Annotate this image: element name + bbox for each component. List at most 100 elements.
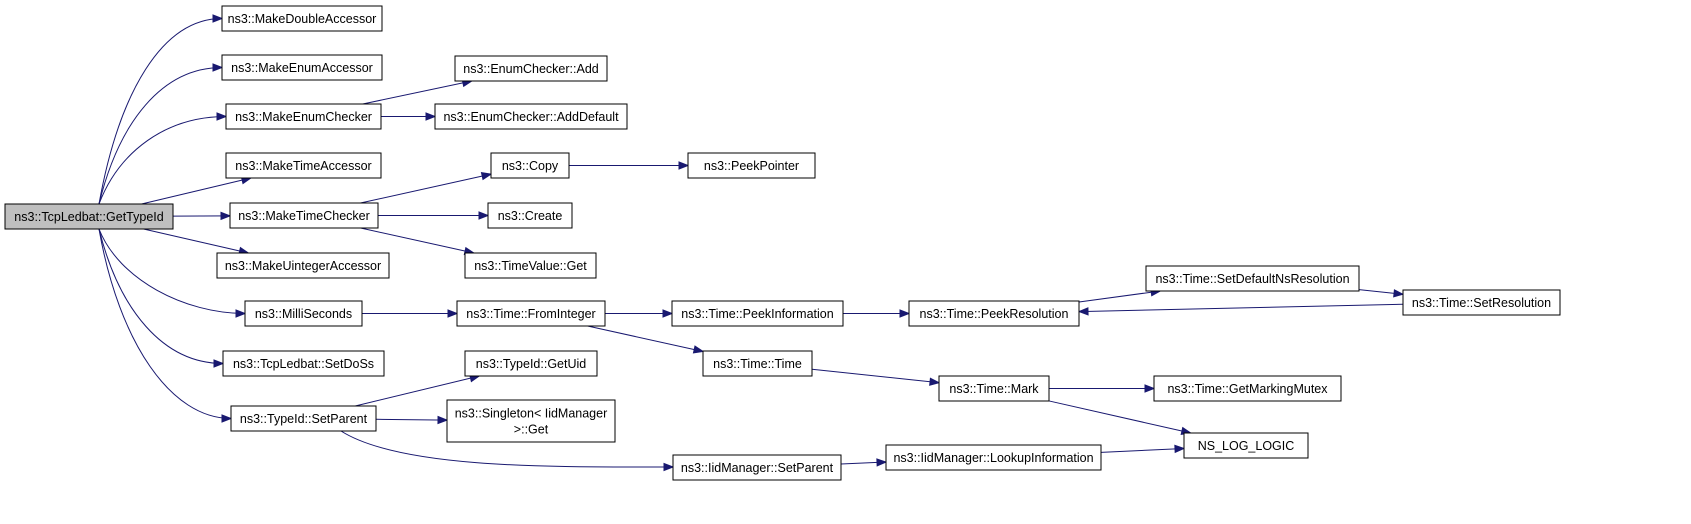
node-box [1153, 375, 1342, 402]
arrowhead-lookupinfo-to-nslog [1174, 444, 1186, 454]
arrowhead-mkenumchk-to-enumadddef [425, 112, 437, 121]
arrowhead-timetime-to-mark [929, 377, 941, 386]
node-mkenumchk[interactable]: ns3::MakeEnumChecker [225, 103, 382, 130]
node-box [908, 300, 1080, 327]
node-label: ns3::IidManager::LookupInformation [893, 451, 1093, 465]
arrowhead-root-to-setdoss [213, 359, 225, 368]
arrowhead-root-to-mkdbl [212, 14, 224, 23]
node-root[interactable]: ns3::TcpLedbat::GetTypeId [4, 203, 174, 230]
node-label: NS_LOG_LOGIC [1198, 439, 1295, 453]
edge-setparent-to-iidsetparent [340, 430, 674, 468]
edge-mark-to-nslog [1048, 400, 1191, 434]
node-lookupinfo[interactable]: ns3::IidManager::LookupInformation [885, 444, 1102, 471]
node-box [456, 300, 606, 327]
node-setparent[interactable]: ns3::TypeId::SetParent [230, 405, 377, 432]
node-box [672, 454, 842, 481]
node-box [671, 300, 844, 327]
node-box [464, 252, 597, 279]
edge-root-to-millis [98, 228, 246, 314]
edge-root-to-setparent [98, 228, 232, 419]
node-box [225, 152, 382, 179]
node-box [490, 152, 570, 179]
node-peekinfo[interactable]: ns3::Time::PeekInformation [671, 300, 844, 327]
node-peekres[interactable]: ns3::Time::PeekResolution [908, 300, 1080, 327]
node-tvget[interactable]: ns3::TimeValue::Get [464, 252, 597, 279]
arrowhead-root-to-mkenumchk [216, 112, 228, 121]
node-label: ns3::TcpLedbat::GetTypeId [14, 210, 163, 224]
node-label: ns3::MilliSeconds [255, 307, 352, 321]
node-getuid[interactable]: ns3::TypeId::GetUid [464, 350, 598, 377]
node-mkuint[interactable]: ns3::MakeUintegerAccessor [216, 252, 390, 279]
edge-root-to-mktimeacc [141, 177, 252, 205]
node-label: ns3::Time::Time [713, 357, 802, 371]
node-label: ns3::MakeTimeChecker [238, 209, 370, 223]
node-label: ns3::Time::FromInteger [466, 307, 595, 321]
node-frominteger[interactable]: ns3::Time::FromInteger [456, 300, 606, 327]
node-create[interactable]: ns3::Create [487, 202, 573, 229]
node-label: ns3::Time::PeekInformation [681, 307, 833, 321]
edge-root-to-mkenumchk [98, 116, 227, 205]
edge-root-to-mkdbl [98, 18, 223, 205]
edges-layer [98, 14, 1405, 472]
node-label: ns3::Time::SetResolution [1412, 296, 1551, 310]
arrowhead-millis-to-frominteger [447, 309, 459, 318]
arrowhead-iidsetparent-to-lookupinfo [876, 458, 888, 467]
node-millis[interactable]: ns3::MilliSeconds [244, 300, 363, 327]
node-markmutex[interactable]: ns3::Time::GetMarkingMutex [1153, 375, 1342, 402]
node-box [687, 152, 816, 179]
node-setdefns[interactable]: ns3::Time::SetDefaultNsResolution [1145, 265, 1360, 292]
node-box [446, 399, 616, 443]
node-box [225, 103, 382, 130]
arrowhead-mktimechk-to-copy [480, 172, 493, 181]
arrowhead-root-to-mkenumacc [212, 63, 224, 72]
node-setres[interactable]: ns3::Time::SetResolution [1402, 289, 1561, 316]
node-label: ns3::TypeId::GetUid [476, 357, 587, 371]
node-iidsetparent[interactable]: ns3::IidManager::SetParent [672, 454, 842, 481]
arrowhead-peekinfo-to-peekres [899, 309, 911, 318]
node-mkenumacc[interactable]: ns3::MakeEnumAccessor [221, 54, 383, 81]
node-box [938, 375, 1050, 402]
node-nslog[interactable]: NS_LOG_LOGIC [1183, 432, 1309, 459]
node-timetime[interactable]: ns3::Time::Time [702, 350, 813, 377]
node-mktimeacc[interactable]: ns3::MakeTimeAccessor [225, 152, 382, 179]
node-box [1145, 265, 1360, 292]
node-label: ns3::Time::Mark [949, 382, 1039, 396]
node-box [230, 405, 377, 432]
node-label: ns3::Time::GetMarkingMutex [1167, 382, 1328, 396]
edge-timetime-to-mark [811, 368, 940, 384]
edge-peekres-to-setdefns [1078, 290, 1161, 303]
edge-mktimechk-to-copy [360, 173, 492, 204]
node-label: ns3::Create [498, 209, 563, 223]
node-box [222, 350, 385, 377]
node-box [487, 202, 573, 229]
node-box [885, 444, 1102, 471]
node-label: ns3::MakeEnumAccessor [231, 61, 373, 75]
edge-mktimechk-to-tvget [360, 227, 474, 254]
node-label: ns3::MakeDoubleAccessor [228, 12, 377, 26]
node-box [702, 350, 813, 377]
edge-lookupinfo-to-nslog [1100, 447, 1185, 453]
node-label: ns3::Copy [502, 159, 559, 173]
node-mark[interactable]: ns3::Time::Mark [938, 375, 1050, 402]
node-box [221, 54, 383, 81]
node-copy[interactable]: ns3::Copy [490, 152, 570, 179]
edge-root-to-mkuint [143, 228, 249, 254]
node-peekptr[interactable]: ns3::PeekPointer [687, 152, 816, 179]
arrowhead-mark-to-markmutex [1144, 384, 1156, 393]
node-box [4, 203, 174, 230]
node-box [434, 103, 628, 130]
node-label: ns3::TcpLedbat::SetDoSs [233, 357, 374, 371]
node-enumadddef[interactable]: ns3::EnumChecker::AddDefault [434, 103, 628, 130]
edge-root-to-setdoss [98, 228, 224, 364]
node-mkdbl[interactable]: ns3::MakeDoubleAccessor [221, 5, 383, 32]
node-enumadd[interactable]: ns3::EnumChecker::Add [454, 55, 608, 82]
node-setdoss[interactable]: ns3::TcpLedbat::SetDoSs [222, 350, 385, 377]
node-label: ns3::Time::PeekResolution [920, 307, 1069, 321]
edge-mkenumchk-to-enumadd [362, 80, 472, 105]
node-box [1183, 432, 1309, 459]
node-mktimechk[interactable]: ns3::MakeTimeChecker [229, 202, 379, 229]
edge-root-to-mkenumacc [98, 67, 223, 205]
node-label: ns3::EnumChecker::Add [463, 62, 599, 76]
node-singleton[interactable]: ns3::Singleton< IidManager>::Get [446, 399, 616, 443]
